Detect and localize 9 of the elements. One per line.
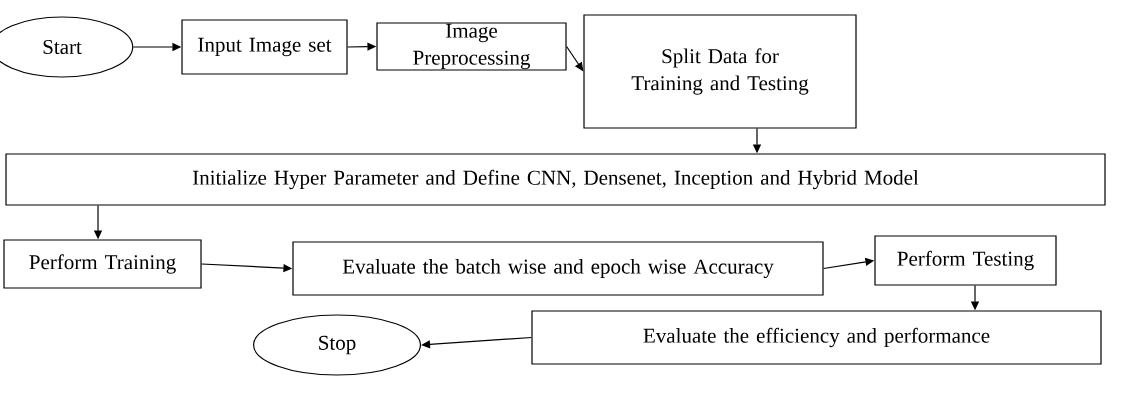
process-box: Evaluate the batch wise and epoch wise Accuracy bbox=[292, 241, 824, 296]
process-box: Evaluate the efficiency and performance bbox=[531, 310, 1102, 365]
process-box: Split Data for Training and Testing bbox=[583, 14, 857, 129]
process-box: Perform Testing bbox=[874, 235, 1057, 286]
process-box: Input Image set bbox=[181, 19, 348, 75]
process-box: Perform Training bbox=[3, 239, 202, 289]
process-box: Initialize Hyper Parameter and Define CNN, Densenet, Inception and Hybrid Model bbox=[5, 153, 1106, 206]
arrow bbox=[421, 336, 532, 349]
process-box: Image Preprocessing bbox=[376, 22, 567, 71]
